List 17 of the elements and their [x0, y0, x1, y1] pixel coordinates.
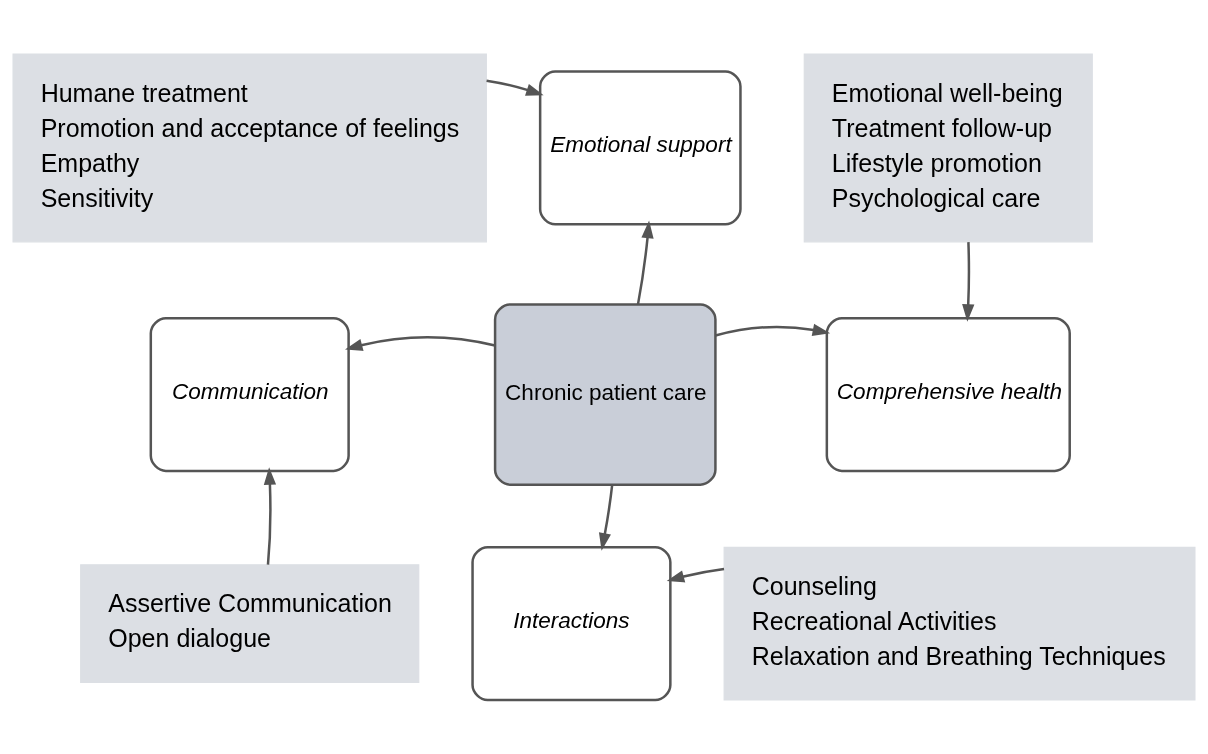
arrow: [345, 336, 496, 351]
arrow: [598, 484, 614, 551]
arrow: [263, 467, 277, 565]
node-box: Chronic patient care: [493, 303, 717, 486]
node-box: Humane treatment Promotion and acceptance of feelings Empathy Sensitivity: [12, 53, 487, 243]
node-box: Interactions: [471, 546, 672, 702]
arrow: [666, 567, 725, 583]
node-box: Comprehensive health: [825, 316, 1071, 473]
arrow: [715, 323, 831, 337]
node-box: Counseling Recreational Activities Relaxation and Breathing Techniques: [723, 546, 1196, 701]
arrow: [962, 242, 975, 322]
arrow: [636, 220, 654, 305]
node-box: Emotional well-being Treatment follow-up Lifestyle promotion Psychological care: [803, 53, 1093, 243]
node-box: Assertive Communication Open dialogue: [80, 564, 420, 684]
node-box: Emotional support: [538, 70, 742, 226]
arrow: [486, 79, 544, 96]
node-box: Communication: [149, 316, 350, 473]
